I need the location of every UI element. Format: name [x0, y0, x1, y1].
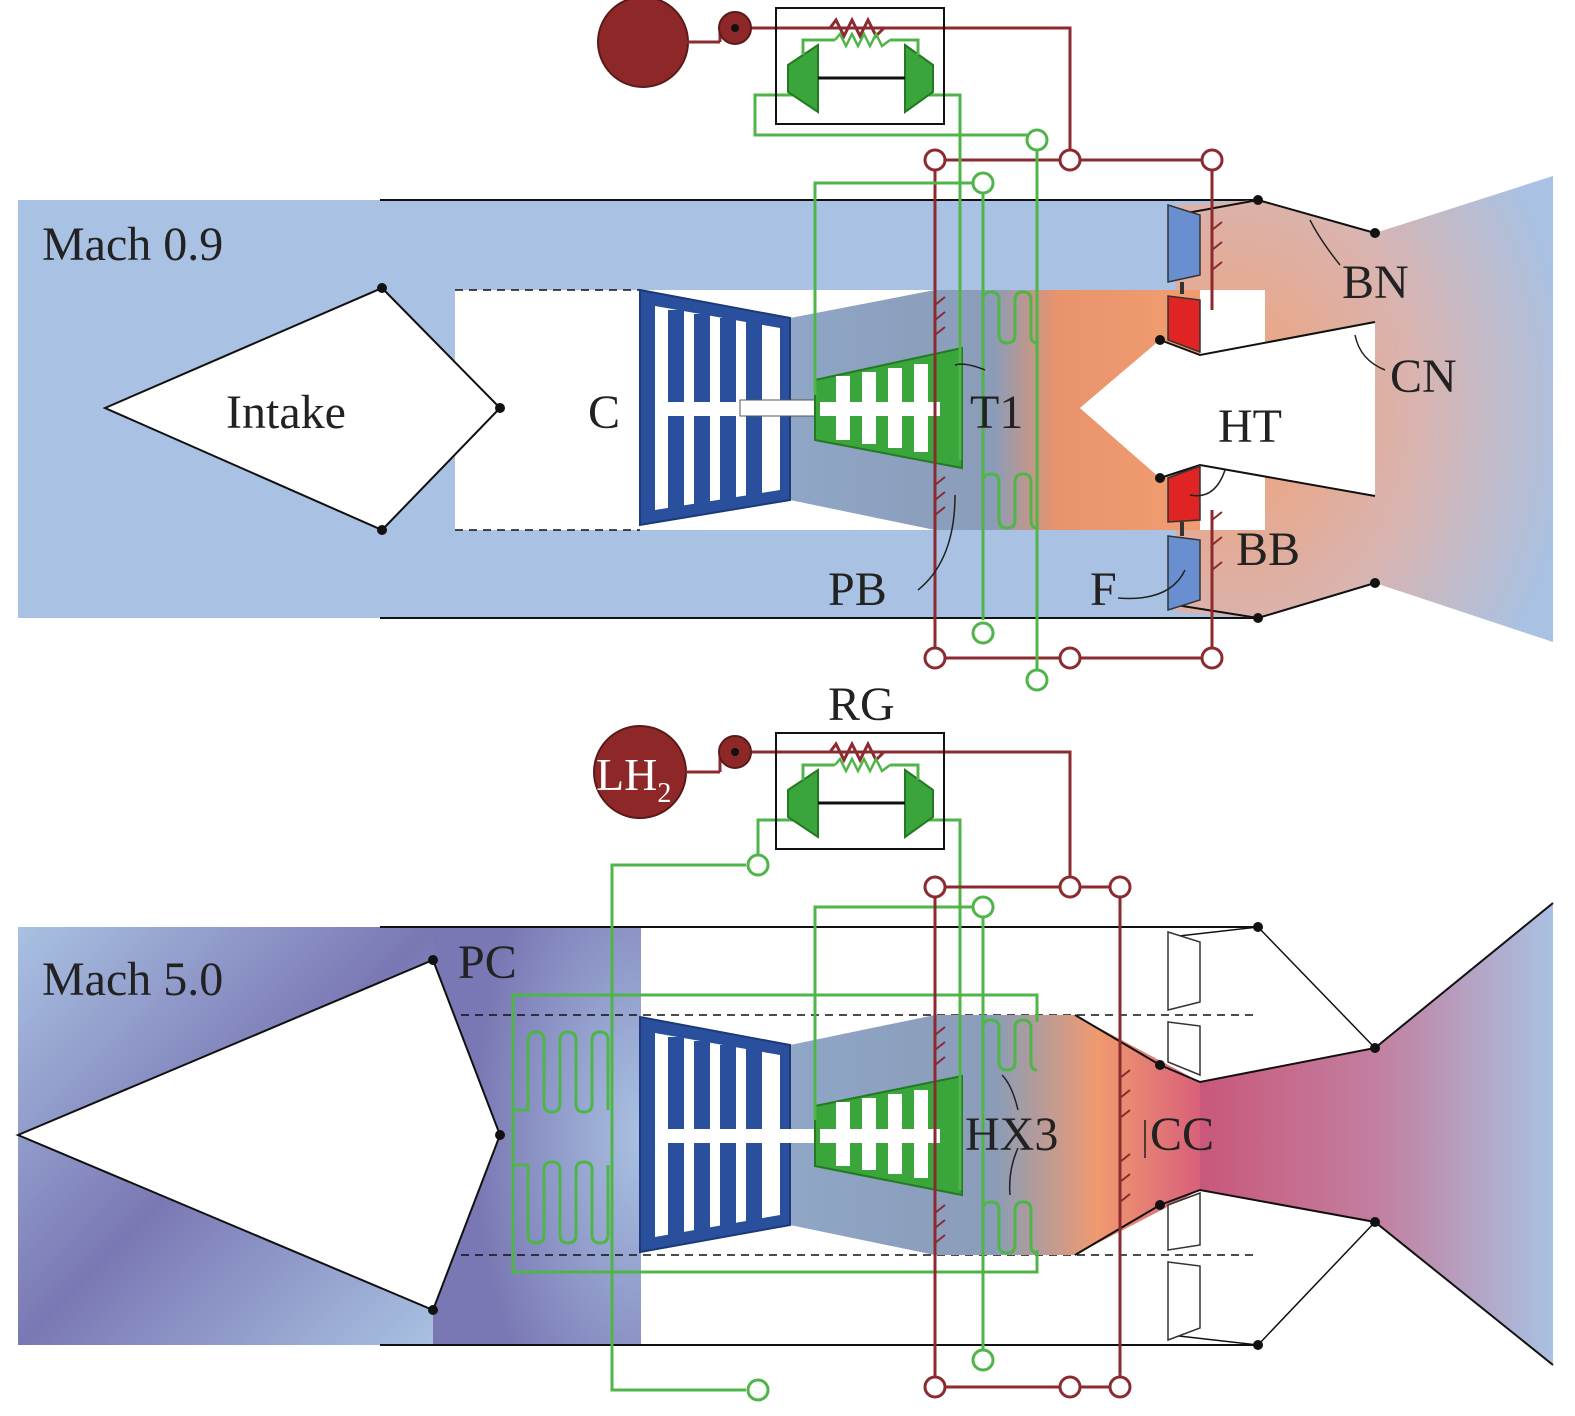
- top-spike-node: [495, 403, 505, 413]
- top-hydrogen-nodes: [971, 128, 1049, 692]
- label-helium-turbine: HT: [1218, 400, 1282, 453]
- top-regenerator: [775, 7, 945, 125]
- label-tank: LH2: [596, 749, 671, 809]
- bottom-flight-condition: Mach 5.0: [42, 953, 223, 1006]
- bottom-helium-hooks: [934, 1026, 1131, 1244]
- top-flight-condition: Mach 0.9: [42, 218, 223, 271]
- bottom-helium-circuit: [735, 740, 1122, 1389]
- top-diagram: Mach 0.9 Intake C T1 PB F HT BB BN CN: [18, 0, 1553, 692]
- label-turbine-t1: T1: [970, 386, 1023, 439]
- top-nozzle-node: [1155, 473, 1165, 483]
- bottom-nozzle-wall-lower: [1074, 1188, 1554, 1366]
- top-core-plug: [1080, 322, 1375, 496]
- bottom-hydrogen-nodes: [746, 853, 995, 1402]
- label-compressor: C: [588, 386, 620, 439]
- bottom-exhaust-plume: [1200, 903, 1553, 1365]
- top-leader-lines: [917, 219, 1386, 600]
- label-heat-exchanger: HX3: [965, 1108, 1058, 1161]
- label-bypass-burner: BB: [1236, 523, 1300, 576]
- label-preburner: PB: [828, 563, 887, 616]
- bottom-nozzle-wall-upper: [1074, 902, 1554, 1084]
- bottom-diagram: RG LH2 Mach 5.0 PC HX3 CC: [15, 678, 1554, 1402]
- label-combustion-chamber: CC: [1150, 1108, 1214, 1161]
- top-nozzle-node: [1253, 613, 1263, 623]
- top-helium-nodes: [923, 148, 1224, 670]
- label-core-nozzle: CN: [1390, 350, 1457, 403]
- bottom-compressor: [639, 1015, 816, 1254]
- top-spike-node: [377, 525, 387, 535]
- top-spike-node: [377, 283, 387, 293]
- bottom-inactive-fan-ht: [1167, 930, 1201, 1342]
- label-precooler: PC: [458, 936, 517, 989]
- bottom-core-hot-gas: [790, 1015, 1200, 1255]
- top-hydrogen-circuit: [753, 93, 1039, 670]
- top-cn-wall-upper: [1159, 321, 1376, 357]
- label-intake: Intake: [226, 386, 346, 439]
- top-turbine-t1: [814, 346, 963, 470]
- top-heat-exchanger-hooks: [934, 221, 1223, 571]
- bottom-turbine: [814, 1074, 963, 1197]
- label-fan: F: [1090, 563, 1117, 616]
- top-nozzle-node: [1370, 228, 1380, 238]
- top-nozzle-node: [1155, 335, 1165, 345]
- top-compressor: [639, 288, 821, 527]
- top-nozzle-node: [1253, 195, 1263, 205]
- top-nozzle-node: [1370, 578, 1380, 588]
- label-regenerator: RG: [828, 678, 895, 731]
- bottom-helium-nodes: [923, 875, 1132, 1399]
- top-lh2-tank: [597, 0, 689, 88]
- top-core-hot-gas: [790, 290, 1160, 530]
- top-cn-wall-lower: [1159, 463, 1376, 497]
- bottom-regenerator: [775, 732, 945, 850]
- label-bypass-nozzle: BN: [1342, 256, 1409, 309]
- bottom-leader-lines: [1001, 1074, 1146, 1196]
